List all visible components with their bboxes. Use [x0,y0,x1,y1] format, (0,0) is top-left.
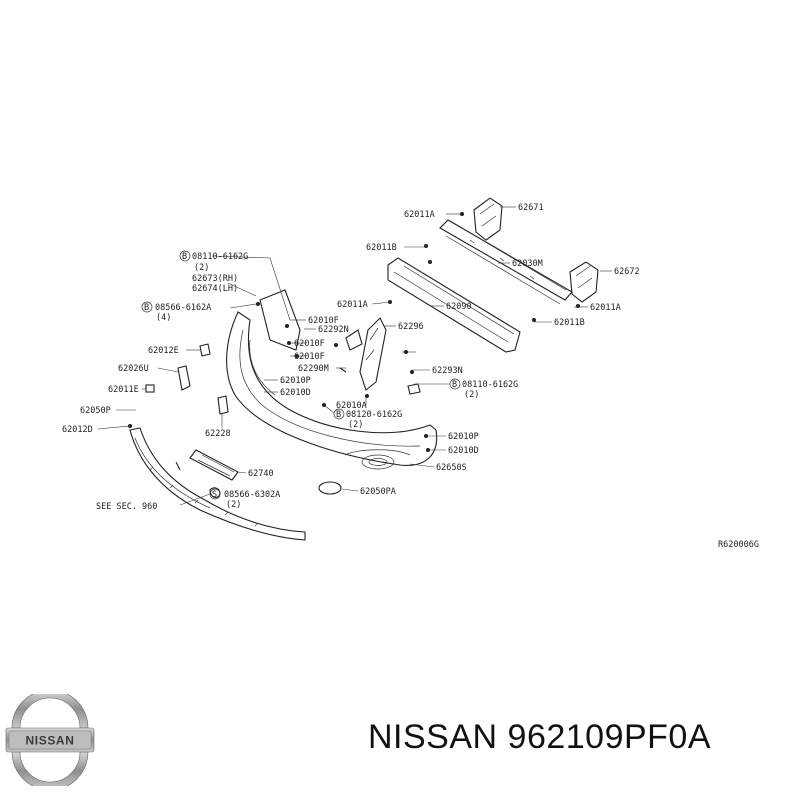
bumper-fascia [226,311,438,470]
callout-62011a-top: 62011A [404,210,435,220]
callout-62012d: 62012D [62,425,93,435]
callout-62026u: 62026U [118,364,149,374]
callout-62010f-c: 62010F [294,352,325,362]
callout-62090: 62090 [446,302,472,312]
leader-lines [97,206,612,506]
callout-labels: 62011A 62671 62011B 62030M 62672 08110-6… [62,203,759,550]
reinforcement-beam [439,219,573,305]
callout-62010p-a: 62010P [280,376,311,386]
callout-62010a: 62010A [336,401,367,411]
callout-qty-2-c: (2) [348,420,363,430]
callout-62030m: 62030M [512,259,543,269]
callout-62010d-b: 62010D [448,446,479,456]
side-bracket-62296 [359,317,387,391]
callout-62674lh: 62674(LH) [192,284,238,294]
callout-62293n: 62293N [432,366,463,376]
svg-text:B: B [452,380,457,390]
callout-62010p-b: 62010P [448,432,479,442]
small-clips [128,212,580,499]
callout-62290m: 62290M [298,364,329,374]
reference-code: R620006G [718,540,759,550]
callout-62050p: 62050P [80,406,111,416]
callout-62010d-a: 62010D [280,388,311,398]
bracket-62671 [473,197,503,241]
callout-62296: 62296 [398,322,424,332]
callout-qty-2-a: (2) [194,263,209,273]
callout-62650s: 62650S [436,463,467,473]
callout-62228: 62228 [205,429,231,439]
bracket-62672 [569,261,599,303]
callout-62050pa: 62050PA [360,487,396,497]
callout-62672: 62672 [614,267,640,277]
callout-08110-6162g-a: 08110-6162G [192,252,248,262]
callout-62010f-b: 62010F [294,339,325,349]
callout-qty-2-d: (2) [226,500,241,510]
callout-62292n: 62292N [318,325,349,335]
callout-qty-4: (4) [156,313,171,323]
fog-cover-62050pa [318,481,342,495]
lower-grille-62740 [189,449,239,481]
see-section-note: SEE SEC. 960 [96,502,157,512]
callout-62673rh: 62673(RH) [192,274,238,284]
callout-62011b-top: 62011B [366,243,397,253]
callout-08566-6162a: 08566-6162A [155,303,211,313]
callout-62011a-right: 62011A [590,303,621,313]
svg-text:B: B [336,410,341,420]
logo-text: NISSAN [26,734,75,748]
lower-spoiler [129,427,306,541]
svg-text:B: B [144,303,149,313]
nissan-logo: NISSAN [5,694,95,786]
callout-08110-6162g-b: 08110-6162G [462,380,518,390]
energy-absorber [387,257,521,353]
svg-text:B: B [182,252,187,262]
callout-62011e: 62011E [108,385,139,395]
callout-62010f-a: 62010F [308,316,339,326]
callout-62011a-mid: 62011A [337,300,368,310]
callout-62011b-right: 62011B [554,318,585,328]
callout-qty-2-b: (2) [464,390,479,400]
callout-08120-6162g: 08120-6162G [346,410,402,420]
callout-62012e: 62012E [148,346,179,356]
svg-text:S: S [212,490,217,500]
callout-62740: 62740 [248,469,274,479]
callout-62671: 62671 [518,203,544,213]
screw-symbols: B B B B S [141,250,461,500]
callout-08566-6302a: 08566-6302A [224,490,280,500]
part-number-caption: NISSAN 962109PF0A [368,718,712,756]
